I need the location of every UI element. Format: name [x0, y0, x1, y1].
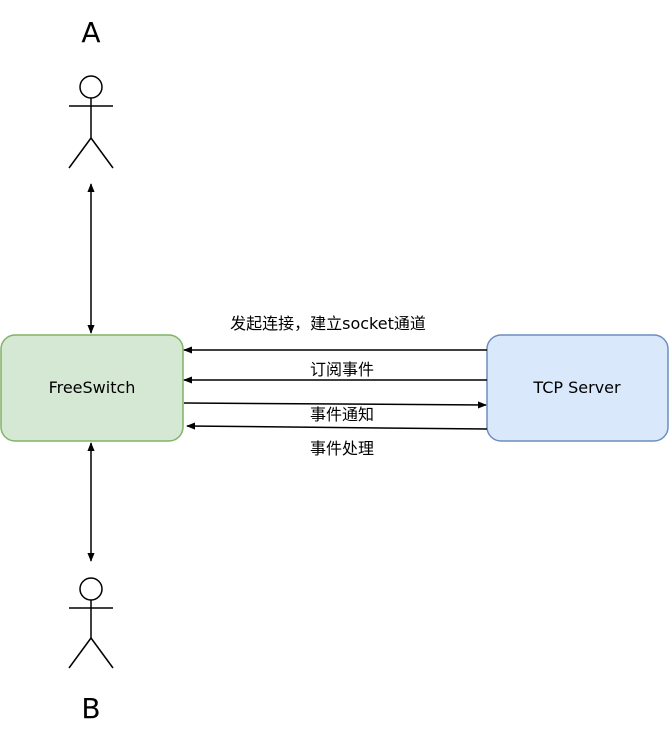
actor-b-label: B	[81, 692, 100, 725]
freeswitch-label: FreeSwitch	[49, 378, 136, 397]
message-label-subscribe: 订阅事件	[310, 360, 374, 379]
message-arrow-handle	[186, 422, 488, 430]
actor-a-label: A	[81, 16, 100, 49]
message-arrow-notify	[183, 401, 487, 409]
tcp-server-node	[486, 334, 669, 442]
actor-a-figure	[68, 75, 114, 169]
tcp-server-label: TCP Server	[532, 378, 621, 397]
message-label-connect: 发起连接，建立socket通道	[230, 314, 426, 333]
freeswitch-node	[0, 334, 184, 442]
message-label-notify: 事件通知	[310, 405, 374, 424]
message-label-handle: 事件处理	[310, 439, 374, 458]
actor-b-figure	[68, 577, 114, 669]
